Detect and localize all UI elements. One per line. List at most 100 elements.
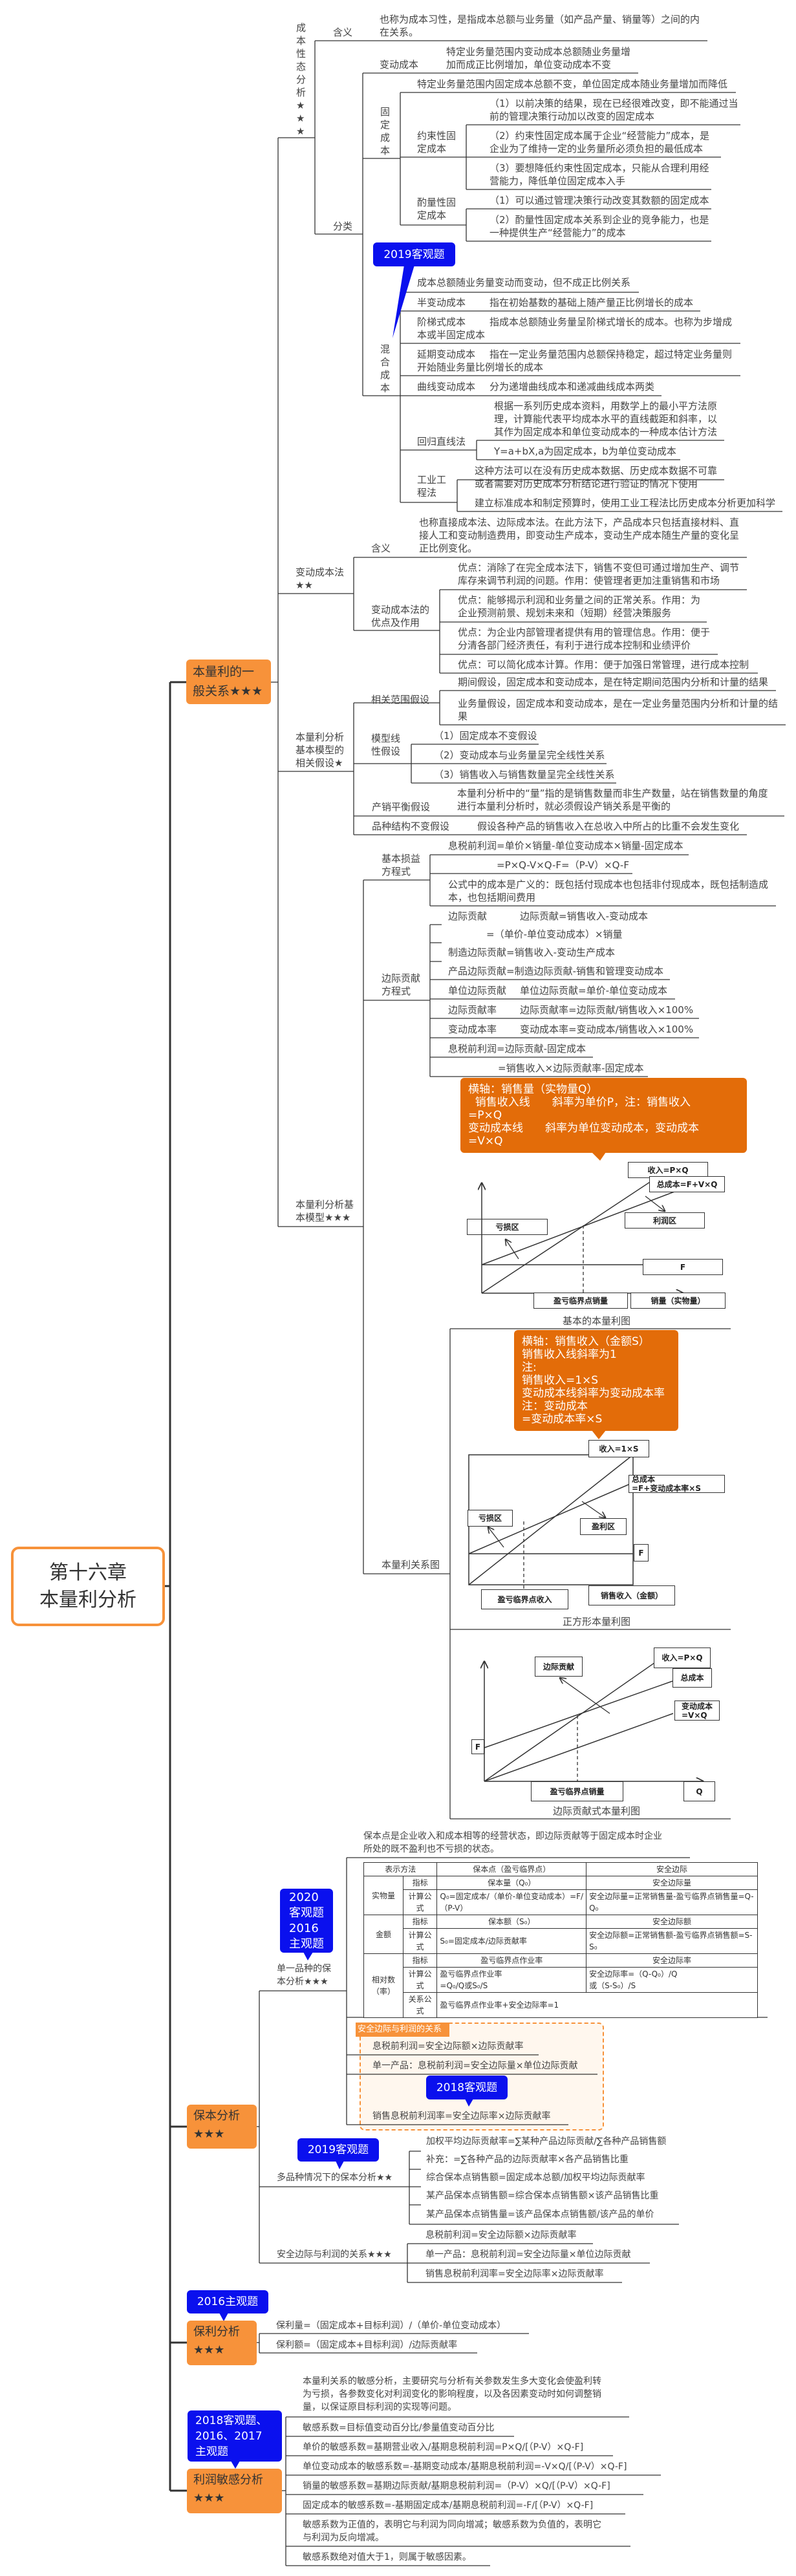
chart3-cm-label: 边际贡献 [535,1657,583,1677]
sensitivity-item: 敏感系数绝对值大于1，则属于敏感因素。 [303,2552,471,2562]
node-multi-product-breakeven[interactable]: 多品种情况下的保本分析★★ [277,2173,393,2183]
profit-equation-label: 基本损益 方程式 [382,853,421,877]
vc-meaning-text: 也称直接成本法、边际成本法。在此方法下，产品成本只包括直接材料、直 接人工和变动… [419,517,740,554]
mixed-item-text: 指成本总额随业务量呈阶梯式增长的成本。也称为步增成 本或半固定成本 [417,316,733,341]
committed-item: （3）要想降低约束性固定成本，只能从合理利用经 营能力，降低单位固定成本入手 [489,162,709,187]
safety-item: 销售息税前利润率=安全边际率×边际贡献率 [425,2269,604,2279]
table-cell: 安全边际额=正常销售额-盈亏临界点销售额=S-S₀ [586,1928,758,1954]
chart1-profit-zone-label: 利润区 [625,1212,705,1229]
balance-assumption-label: 产销平衡假设 [372,801,431,813]
table-cell: 指标 [402,1953,438,1968]
node-classify-label: 分类 [333,220,353,232]
chart1-x-axis-label: 销量（实物量） [630,1293,726,1309]
variable-cost-text: 特定业务量范围内变动成本总额随业务量增 加而成正比例增加，单位变动成本不变 [446,46,631,70]
discretionary-item: （2）酌量性固定成本关系到企业的竞争能力，也是 一种提供生产“经营能力”的成本 [489,214,709,239]
mix-assumption-text: 假设各种产品的销售收入在总收入中所占的比重不会发生变化 [477,821,740,832]
cm-item-label: 边际贡献率 [448,1004,497,1016]
engineering-item: 建立标准成本和制定预算时，使用工业工程法比历史成本分析更加科学 [475,497,776,509]
exam-badge-2019: 2019客观题 [373,242,455,266]
node-safety-margin-profit[interactable]: 安全边际与利润的关系★★★ [277,2249,392,2260]
range-item: 期间假设，固定成本和变动成本，是在特定期间范围内分析和计量的结果 [458,676,769,688]
chart3-x-axis-label: Q [683,1781,715,1801]
table-row: 金额 指标 保本额（S₀） 安全边际额 [363,1915,758,1954]
node-single-product-breakeven[interactable]: 单一品种的保 本分析★★★ [277,1964,331,1987]
cm-item-text: =销售收入×边际贡献率-固定成本 [498,1062,644,1074]
chart3-total-cost-label: 总成本 [672,1668,712,1688]
branch-cvp-general-relation[interactable]: 本量利的一 般关系★★★ [186,660,271,704]
sensitivity-item: 敏感系数=目标值变动百分比/参量值变动百分比 [303,2423,495,2433]
sensitivity-item: 固定成本的敏感系数=-基期固定成本/基期息税前利润=-F/[（P-V）×Q-F] [303,2500,594,2511]
table-header: 安全边际 [586,1862,758,1876]
chart2-breakeven-label: 盈亏临界点收入 [481,1589,568,1609]
table-row: 计算公 式 盈亏临界点作业率 =Q₀/Q或S₀/S 安全边际率=（Q-Q₀）/Q… [364,1967,758,1993]
badge-tail [465,2099,473,2107]
cm-item-text: 产品边际贡献=制造边际贡献-销售和管理变动成本 [448,965,663,977]
linear-item: （2）变动成本与业务量呈完全线性关系 [434,749,605,761]
chart1-profit-arrow [645,1196,665,1211]
sensitivity-item: 敏感系数为正值的，表明它与利润为同向增减；敏感系数为负值的，表明它 与利润为反向… [303,2520,601,2543]
node-model-assumptions[interactable]: 本量利分析 基本模型的 相关假设★ [296,731,345,769]
variable-cost-label: 变动成本 [380,59,419,70]
central-topic[interactable]: 第十六章 本量利分析 [11,1547,165,1626]
table-row: 计算公 式 Q₀=固定成本/（单价-单位变动成本）=F/ （P-V） 安全边际量… [364,1889,758,1915]
sensitivity-item: 单价的敏感系数=基期营业收入/基期息税前利润=P×Q/[（P-V）×Q-F] [303,2442,584,2453]
table-row: 表示方法 保本点（盈亏临界点） 安全边际 [363,1862,758,1876]
table-cell: 盈亏临界点作业率+安全边际率=1 [436,1992,758,2018]
table-cell: 安全边际率=（Q-Q₀）/Q 或（S-S₀）/S [586,1967,758,1993]
table-cell: 安全边际量 [586,1876,758,1890]
table-cell: 计算公 式 [402,1928,438,1954]
mixed-cost-label: 混合成本 [380,343,391,394]
branch-breakeven-analysis[interactable]: 保本分析 ★★★ [187,2105,257,2149]
target-profit-item: 保利量=（固定成本+目标利润）/（单价-单位变动成本） [276,2321,506,2331]
node-meaning-label: 含义 [333,27,353,38]
table-row: 实物量 指标 保本量（Q₀） 安全边际量 [363,1876,758,1915]
chart3-variable-cost-label: 变动成本 =V×Q [674,1701,720,1721]
cm-item-text: =（单价-单位变动成本）×销量 [486,928,623,940]
multi-item: 某产品保本点销售量=该产品保本点销售额/该产品的单价 [426,2209,654,2220]
cm-item-text: 边际贡献=销售收入-变动成本 [520,910,648,922]
engineering-label: 工业工 程法 [417,474,447,499]
exam-badge-2020-2016: 2020 客观题 2016 主观题 [280,1889,333,1953]
target-profit-item: 保利额=（固定成本+目标利润）/边际贡献率 [276,2340,458,2350]
meaning-text: 也称为成本习性，是指成本总额与业务量（如产品产量、销量等）之间的内 在关系。 [380,14,700,38]
chart2-callout: 横轴：销售收入（金额S） 销售收入线斜率为1 注: 销售收入=1×S 变动成本线… [514,1330,678,1431]
chart3-variable-cost-line [484,1713,674,1782]
linear-assumption-label: 模型线 性假设 [371,733,401,757]
profit-equation-item: 公式中的成本是广义的：既包括付现成本也包括非付现成本，既包括制造成 本，也包括期… [448,879,769,903]
profit-equation-item: 息税前利润=单价×销量-单位变动成本×销量-固定成本 [448,840,683,852]
chart2-fixed-cost-label: F [634,1544,649,1562]
chart2-total-cost-label: 总成本 =F+变动成本率×S [629,1475,725,1493]
breakeven-table: 表示方法 保本点（盈亏临界点） 安全边际 实物量 指标 保本量（Q₀） 安全边际… [363,1862,758,2018]
multi-item: 综合保本点销售额=固定成本总额/加权平均边际贡献率 [426,2173,645,2183]
chart3-revenue-line [484,1659,660,1782]
safety-item: 单一产品：息税前利润=安全边际量×单位边际贡献 [425,2249,631,2260]
table-cell: 安全边际量=正常销售量-盈亏临界点销售量=Q-Q₀ [586,1889,758,1915]
chart1-fixed-cost-label: F [643,1259,723,1275]
table-cell: 盈亏临界点作业率 =Q₀/Q或S₀/S [436,1967,587,1993]
branch-profit-sensitivity[interactable]: 利润敏感分析 ★★★ [187,2469,282,2513]
branch-target-profit-analysis[interactable]: 保利分析 ★★★ [187,2321,257,2365]
safety-margin-boundary-label: 安全边际与利润的关系 [356,2023,449,2037]
badge-tail [231,2461,240,2469]
table-cell: 关系公 式 [402,1992,438,2018]
chart2-profit-zone-label: 盈利区 [580,1518,627,1535]
table-cell: 盈亏临界点作业率 [436,1953,587,1968]
chart3-revenue-label: 收入=P×Q [654,1648,711,1668]
cm-item-label: 边际贡献 [448,910,488,922]
mixed-item-label: 曲线变动成本 [417,381,476,392]
table-group: 金额 [363,1915,403,1954]
regression-formula: Y=a+bX,a为固定成本，b为单位变动成本 [494,445,676,457]
badge-tail [219,2313,228,2321]
committed-fixed-cost-label: 约束性固 定成本 [417,130,457,155]
table-header: 保本点（盈亏临界点） [436,1862,587,1876]
vc-meaning-label: 含义 [371,542,391,554]
chart3-caption: 边际贡献式本量利图 [553,1805,641,1817]
exam-badge-2016: 2016主观题 [187,2290,268,2313]
node-basic-model[interactable]: 本量利分析基 本模型★★★ [296,1199,354,1223]
fixed-cost-label: 固定成本 [380,106,391,156]
chart1-loss-arrow [506,1240,519,1260]
table-cell: 安全边际额 [586,1915,758,1929]
callout-tail [592,1152,606,1161]
node-variable-costing[interactable]: 变动成本法 ★★ [296,566,345,591]
node-cost-behavior[interactable]: 成本性态分析★★★ [296,22,307,137]
